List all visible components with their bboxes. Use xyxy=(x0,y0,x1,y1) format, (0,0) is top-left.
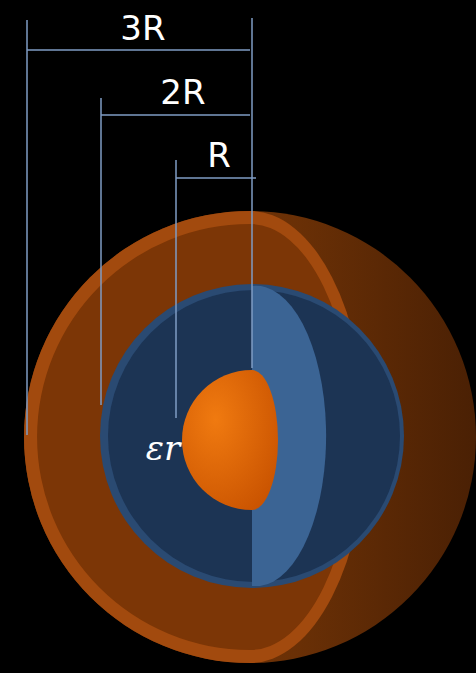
dimension-line xyxy=(27,49,250,51)
inner-sphere xyxy=(182,370,278,510)
outer-shell xyxy=(24,211,476,663)
extension-line xyxy=(175,160,177,418)
outer-shell-inside xyxy=(37,224,354,650)
dimension-label: 3R xyxy=(120,11,165,45)
center-line xyxy=(251,18,253,368)
extension-line xyxy=(26,20,28,435)
dimension-lines xyxy=(27,18,256,435)
dimension-line xyxy=(101,114,250,116)
extension-line xyxy=(100,98,102,405)
dimension-line xyxy=(176,177,256,179)
permittivity-label: εr xyxy=(146,431,181,465)
outer-shell-rim xyxy=(24,211,366,663)
dimension-label: R xyxy=(207,138,231,172)
dimension-label: 2R xyxy=(160,75,205,109)
